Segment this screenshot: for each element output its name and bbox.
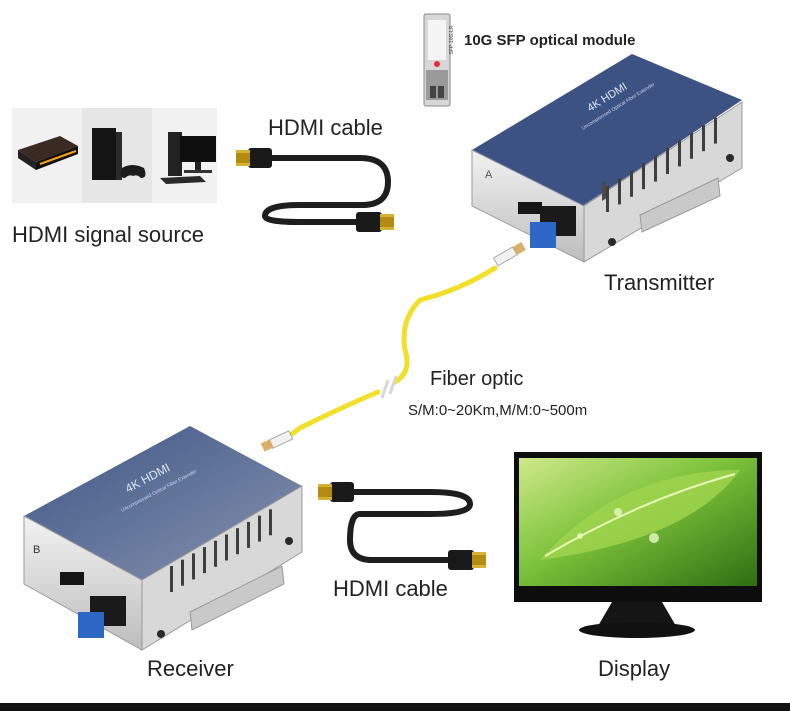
hdmi-plug-icon <box>448 550 486 570</box>
vent-slot <box>203 547 206 574</box>
vent-slot <box>606 186 609 212</box>
sfp-module-label: 10G SFP optical module <box>464 32 636 49</box>
game-console-icon <box>92 128 146 180</box>
transmitter-label: Transmitter <box>604 270 715 295</box>
tx-mark: A <box>485 169 493 181</box>
sfp-module-icon: SFP-10G-LR <box>423 13 455 107</box>
vent-slot <box>247 521 250 548</box>
sfp-port-icon <box>530 222 556 248</box>
vent-slot <box>181 559 184 586</box>
hdmi-source-label: HDMI signal source <box>12 222 204 247</box>
vent-slot <box>192 553 195 580</box>
vent-slot <box>618 178 621 205</box>
transmitter-device: 4K HDMI Uncompressed Optical Fiber Exten… <box>471 54 743 263</box>
vent-slot <box>666 148 669 174</box>
hdmi-plug-icon <box>356 212 394 232</box>
vent-slot <box>702 125 705 152</box>
vent-slot <box>170 566 173 592</box>
hdmi-port-icon <box>60 572 84 585</box>
vent-slot <box>714 117 717 144</box>
fiber-optic-label: Fiber optic <box>430 368 524 390</box>
vent-slot <box>269 509 272 536</box>
hdmi-port-icon <box>518 202 542 214</box>
vent-slot <box>654 155 657 182</box>
hdmi-cable-top <box>236 148 394 232</box>
lc-connector-icon <box>260 430 294 452</box>
vent-slot <box>642 163 645 190</box>
lc-connector-icon <box>492 242 526 267</box>
hdmi-plug-icon <box>318 482 354 502</box>
vent-slot <box>236 528 239 555</box>
display-monitor-icon <box>514 452 762 638</box>
sfp-port-icon <box>78 612 104 638</box>
vent-slots <box>602 180 606 202</box>
receiver-device: 4K HDMI Uncompressed Optical Fiber Exten… <box>23 426 303 651</box>
hdmi-cable-top-label: HDMI cable <box>268 115 383 140</box>
vent-slot <box>214 540 217 567</box>
set-top-box-icon <box>18 136 78 170</box>
desktop-pc-icon <box>160 132 216 184</box>
vent-slot <box>225 534 228 561</box>
fiber-spec-label: S/M:0~20Km,M/M:0~500m <box>408 402 588 419</box>
rx-mark: B <box>33 544 40 556</box>
vent-slot <box>678 140 681 167</box>
bottom-border <box>0 703 790 711</box>
hdmi-cable-bottom <box>318 482 486 570</box>
hdmi-source-panel <box>12 108 217 203</box>
display-label: Display <box>598 656 671 681</box>
hdmi-plug-icon <box>236 148 272 168</box>
vent-slot <box>630 170 633 197</box>
fiber-optic-cable <box>260 242 526 452</box>
receiver-label: Receiver <box>147 656 234 681</box>
hdmi-cable-bottom-label: HDMI cable <box>333 576 448 601</box>
vent-slot <box>258 515 261 542</box>
sfp-part-text: SFP-10G-LR <box>449 25 455 54</box>
vent-slot <box>690 132 693 159</box>
